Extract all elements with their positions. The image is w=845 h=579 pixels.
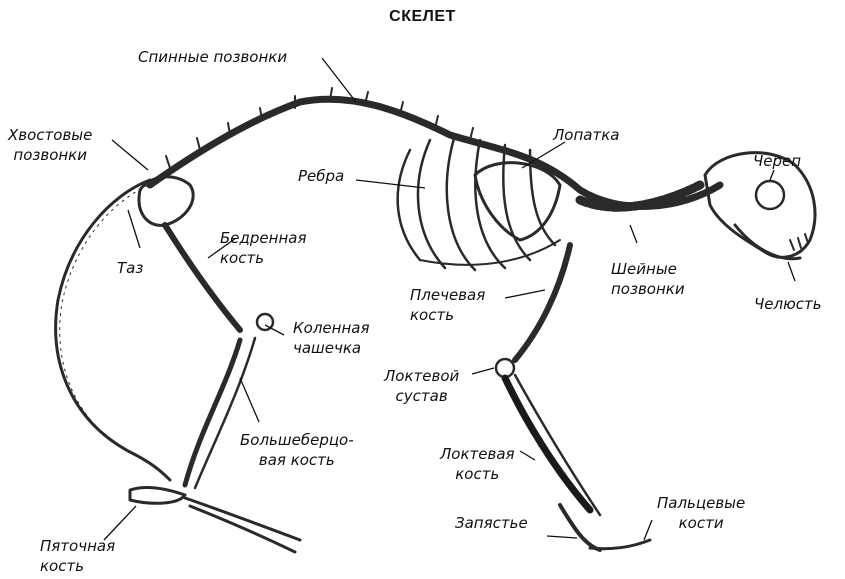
diagram-title: СКЕЛЕТ	[0, 8, 845, 26]
label-jaw: Челюсть	[754, 294, 822, 314]
label-phalanges: Пальцевые кости	[657, 493, 745, 533]
label-heel-bone: Пяточная кость	[40, 536, 115, 576]
label-scapula: Лопатка	[553, 125, 619, 145]
heel-bone	[130, 488, 185, 504]
label-wrist: Запястье	[455, 513, 528, 533]
elbow-joint	[496, 359, 514, 377]
label-tibia: Большеберцо- вая кость	[240, 430, 354, 470]
pelvis-bone	[139, 177, 193, 226]
label-femur: Бедренная кость	[220, 228, 306, 268]
humerus-bone	[515, 245, 570, 360]
spine-bones	[150, 99, 720, 206]
front-paw	[590, 540, 650, 549]
label-ribs: Ребра	[298, 166, 344, 186]
label-kneecap: Коленная чашечка	[293, 318, 369, 358]
label-spinal-vertebrae: Спинные позвонки	[138, 47, 287, 67]
ulna-bone	[505, 378, 590, 510]
scapula-bone	[475, 163, 560, 240]
label-tail-vertebrae: Хвостовые позвонки	[8, 125, 92, 165]
label-elbow-joint: Локтевой сустав	[384, 366, 459, 406]
label-neck-vertebrae: Шейные позвонки	[611, 259, 685, 299]
label-humerus: Плечевая кость	[410, 285, 485, 325]
wrist-bone	[560, 505, 600, 550]
label-pelvis: Таз	[117, 258, 143, 278]
label-skull: Череп	[753, 151, 801, 171]
hind-paw	[185, 498, 300, 552]
label-ulna: Локтевая кость	[440, 444, 515, 484]
tibia-bone	[185, 340, 240, 485]
ribcage	[398, 135, 560, 270]
